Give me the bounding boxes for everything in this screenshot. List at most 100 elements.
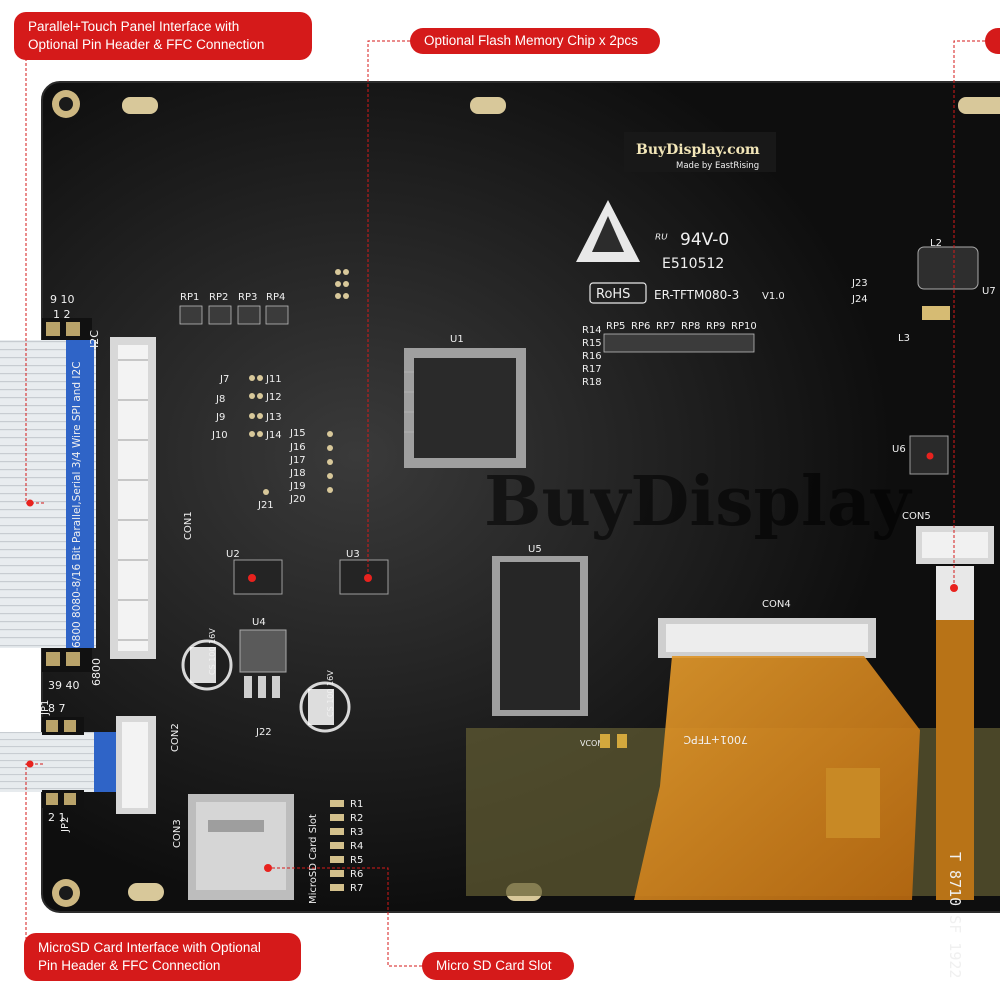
svg-text:J10: J10: [211, 430, 228, 441]
svg-text:J16: J16: [289, 442, 306, 453]
svg-text:J15: J15: [289, 428, 306, 439]
callout-flash-memory: Optional Flash Memory Chip x 2pcs: [410, 28, 660, 54]
svg-text:RP1: RP1: [180, 292, 199, 303]
svg-text:U2: U2: [226, 549, 240, 560]
pin-label-bottom: 39 40: [48, 679, 80, 692]
svg-text:RP9: RP9: [706, 321, 725, 332]
svg-text:U4: U4: [252, 617, 266, 628]
inductor-l2: [917, 246, 979, 290]
svg-text:J13: J13: [265, 412, 282, 423]
svg-text:L2: L2: [930, 238, 942, 249]
i2c-label: I2C: [88, 330, 101, 348]
svg-text:RP6: RP6: [631, 321, 650, 332]
svg-text:J20: J20: [289, 494, 306, 505]
cap1-text: CS 100 16V: [208, 628, 217, 675]
svg-text:RP5: RP5: [606, 321, 625, 332]
svg-text:R2: R2: [350, 813, 363, 824]
svg-text:RP7: RP7: [656, 321, 675, 332]
svg-text:R15: R15: [582, 338, 602, 349]
callout-partial-right: [985, 28, 1000, 54]
svg-text:J12: J12: [265, 392, 282, 403]
svg-text:U7: U7: [982, 286, 996, 297]
resistor-stack: R14 R15 R16 R17 R18: [582, 325, 602, 388]
pin-label-sd-bottom: 2 1: [48, 811, 66, 824]
svg-text:R4: R4: [350, 841, 363, 852]
svg-text:BuyDisplay.com: BuyDisplay.com: [636, 142, 760, 158]
pin-label-top2: 1 2: [53, 308, 71, 321]
electrolytic-capacitors: [181, 639, 351, 733]
svg-text:R7: R7: [350, 883, 363, 894]
svg-text:U6: U6: [892, 444, 906, 455]
callout-leader-lines: [25, 40, 985, 967]
callout-parallel-touch-interface: Parallel+Touch Panel Interface with Opti…: [14, 12, 312, 60]
model-label: ER-TFTM080-3: [654, 288, 739, 302]
svg-text:R16: R16: [582, 351, 602, 362]
svg-text:J18: J18: [289, 468, 306, 479]
svg-text:J22: J22: [255, 727, 272, 738]
svg-text:J11: J11: [265, 374, 282, 385]
con3-label: CON3: [172, 819, 183, 848]
jp1-label: JP1: [40, 700, 51, 716]
ffc-label: 6800 8080-8/16 Bit Parallel,Serial 3/4 W…: [71, 361, 83, 648]
callout-microsd-interface: MicroSD Card Interface with Optional Pin…: [24, 933, 301, 981]
svg-text:J23: J23: [851, 278, 868, 289]
jumper-labels: J7 J8 J9 J10 J11 J12 J13 J14 J15 J16 J17…: [211, 374, 306, 511]
resistor-packs: RP1 RP2 RP3 RP4: [179, 292, 289, 325]
svg-text:J24: J24: [851, 294, 868, 305]
rohs-label: RoHS: [596, 287, 630, 302]
svg-text:J14: J14: [265, 430, 282, 441]
ul-code: E510512: [662, 256, 724, 272]
brand-logo: BuyDisplay.com Made by EastRising: [624, 132, 776, 172]
fpc-code: 7001+TFPC: [683, 733, 748, 746]
vcom-label: VCOM: [580, 739, 604, 748]
ul-logo-icon: ᴿᵁ: [655, 232, 668, 248]
svg-text:R5: R5: [350, 855, 363, 866]
u1-controller-chip: U1: [404, 334, 526, 468]
microsd-card-slot: [188, 794, 294, 900]
con2-label: CON2: [170, 723, 181, 752]
svg-text:CON4: CON4: [762, 599, 791, 610]
display-fpc: [634, 656, 920, 900]
ul-mark: 94V-0: [680, 230, 729, 250]
svg-text:RP3: RP3: [238, 292, 257, 303]
svg-text:R3: R3: [350, 827, 363, 838]
svg-text:U3: U3: [346, 549, 360, 560]
svg-text:R14: R14: [582, 325, 602, 336]
resistor-packs-right: RP5 RP6 RP7 RP8 RP9 RP10: [603, 321, 757, 353]
svg-text:R1: R1: [350, 799, 363, 810]
callout-microsd-slot: Micro SD Card Slot: [422, 952, 574, 980]
pin-label-top: 9 10: [50, 293, 75, 306]
u4-regulator: [239, 629, 287, 673]
flash-chips: U2 U3: [226, 549, 389, 595]
svg-text:Made by EastRising: Made by EastRising: [676, 161, 759, 171]
svg-text:J17: J17: [289, 455, 306, 466]
svg-text:RP8: RP8: [681, 321, 700, 332]
pin6800-label: 6800: [90, 658, 103, 686]
watermark: BuyDisplay: [484, 462, 913, 542]
cap2-text: CS 100 16V: [326, 670, 335, 717]
rohs-icon: [589, 282, 647, 304]
touch-flex-cable: [936, 566, 974, 622]
svg-text:J7: J7: [219, 374, 229, 385]
svg-text:L3: L3: [898, 333, 910, 344]
pin-label-sd-top: 8 7: [48, 702, 66, 715]
svg-text:J8: J8: [215, 394, 225, 405]
svg-text:U1: U1: [450, 334, 464, 345]
svg-text:CON5: CON5: [902, 511, 931, 522]
touch-flex-code: T 8710 SF 1922: [946, 852, 964, 978]
callout-markers: [26, 452, 958, 872]
jp1-header: [42, 318, 92, 672]
jp2-label: JP2: [60, 817, 71, 833]
jp2-header: [42, 717, 84, 808]
version-label: V1.0: [762, 291, 785, 302]
svg-text:J19: J19: [289, 481, 306, 492]
svg-text:RP2: RP2: [209, 292, 228, 303]
svg-text:R6: R6: [350, 869, 363, 880]
con1-label: CON1: [183, 511, 194, 540]
svg-text:R17: R17: [582, 364, 602, 375]
svg-text:RP10: RP10: [731, 321, 757, 332]
mounting-holes: [52, 90, 80, 907]
svg-text:U5: U5: [528, 544, 542, 555]
